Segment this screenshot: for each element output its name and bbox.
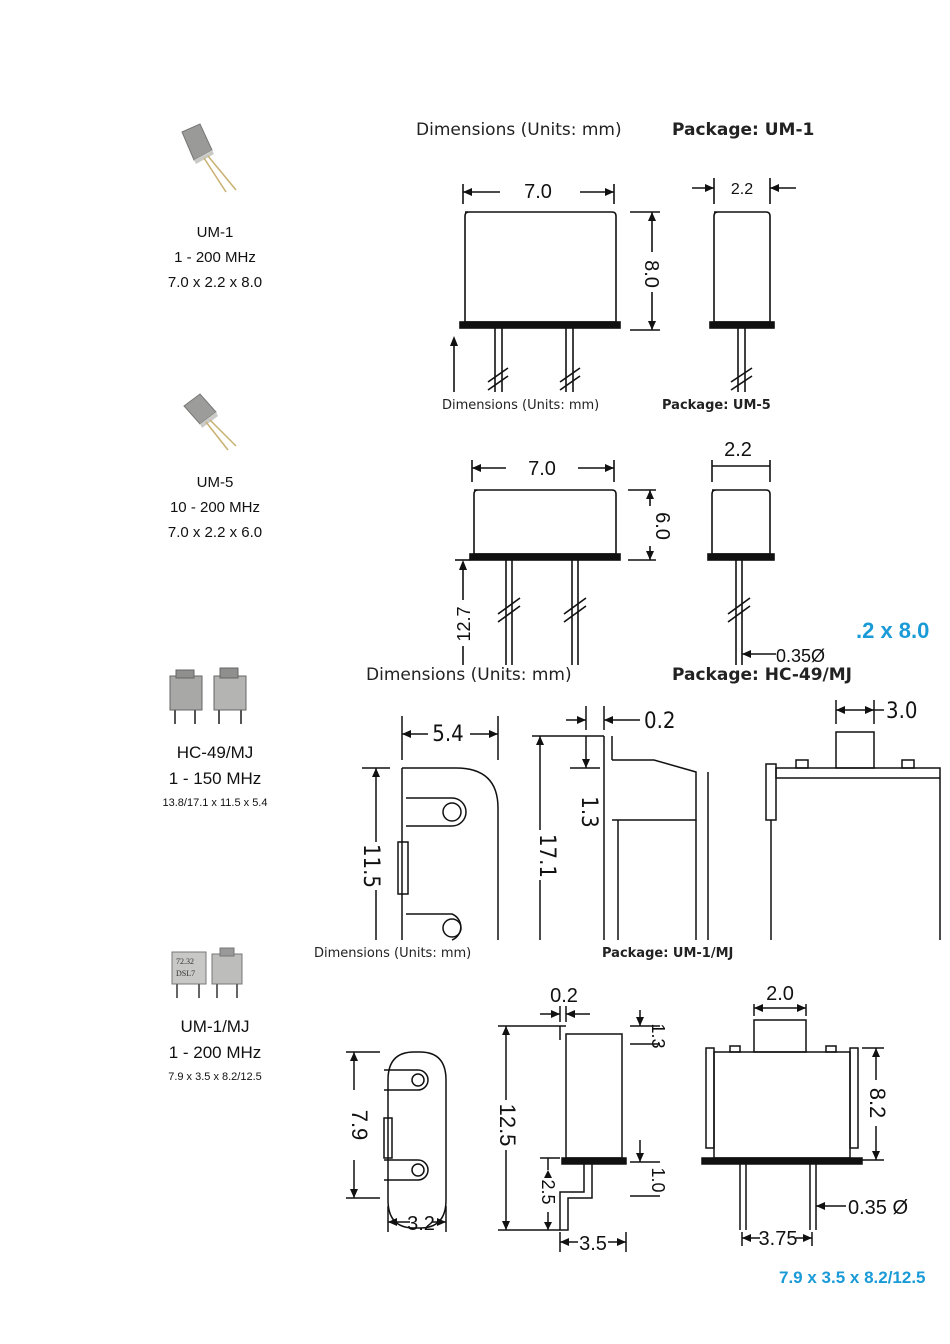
hc49mj-height-value: 17.1 [534, 834, 559, 878]
um1mj-base-value: 3.5 [579, 1233, 607, 1255]
um1-width-value: 7.0 [524, 181, 552, 203]
hc49mj-top-value: 3.0 [886, 699, 917, 724]
um5-dimensions-title: Dimensions (Units: mm) [442, 398, 600, 413]
um5-freq: 10 - 200 MHz [169, 499, 261, 516]
um5-size-overlay: .2 x 8.0 [856, 618, 930, 643]
um5-name: UM-5 [196, 474, 234, 491]
um1mj-label: UM-1/MJ 1 - 200 MHz 7.9 x 3.5 x 8.2/12.5 [130, 1014, 300, 1088]
hc49mj-tab-value: 0.2 [644, 709, 675, 734]
um1mj-name: UM-1/MJ [180, 1017, 250, 1036]
um1-depth-value: 2.2 [731, 181, 753, 198]
um5-label: UM-5 10 - 200 MHz 7.0 x 2.2 x 6.0 [130, 470, 300, 545]
um5-photo [182, 390, 252, 455]
um1mj-pin-value: 0.35 Ø [848, 1197, 908, 1219]
hc49mj-freq: 1 - 150 MHz [168, 769, 262, 788]
svg-text:72.32: 72.32 [176, 957, 194, 966]
um1-name: UM-1 [196, 224, 234, 241]
hc49mj-size: 13.8/17.1 x 11.5 x 5.4 [162, 797, 268, 809]
hc49mj-drawing: 5.4 0.2 1.3 11.5 17.1 3.0 [358, 699, 941, 941]
um1mj-height-value: 12.5 [495, 1104, 520, 1147]
um1mj-spacing-value: 3.75 [759, 1228, 798, 1250]
um1-package-title: Package: UM-1 [672, 120, 815, 140]
um1-freq: 1 - 200 MHz [174, 249, 256, 266]
hc49mj-tabh-value: 1.3 [576, 796, 601, 827]
um5-width-value: 7.0 [528, 458, 556, 480]
um5-package-title: Package: UM-5 [662, 398, 771, 413]
um1mj-tab-value: 0.2 [550, 985, 578, 1007]
um1mj-photo: 72.32 DSL7 [168, 946, 248, 1002]
um5-depth-value: 2.2 [724, 439, 752, 461]
um1mj-dimensions-title: Dimensions (Units: mm) [314, 946, 472, 961]
um1-photo [178, 120, 248, 200]
hc49mj-package-title: Package: HC-49/MJ [672, 665, 853, 685]
hc49mj-photo [166, 666, 252, 726]
um1mj-freq: 1 - 200 MHz [168, 1043, 262, 1062]
hc49mj-dimensions-title: Dimensions (Units: mm) [366, 665, 572, 685]
um1mj-pitch-value: 7.9 [347, 1110, 372, 1141]
um1-label: UM-1 1 - 200 MHz 7.0 x 2.2 x 8.0 [130, 220, 300, 295]
um1-drawing: 7.0 2.2 8.0 [450, 178, 796, 392]
um1-height-value: 8.0 [640, 260, 662, 288]
svg-text:DSL7: DSL7 [176, 969, 195, 978]
hc49mj-name: HC-49/MJ [176, 743, 254, 762]
um5-height-value: 6.0 [651, 512, 673, 540]
hc49mj-pitch-value: 11.5 [358, 844, 383, 888]
um1mj-tabh-value: 1.3 [648, 1023, 668, 1048]
um1mj-leg-value: 2.5 [538, 1179, 558, 1204]
um5-drawing: 7.0 2.2 6.0 12.7 0.35Ø [454, 439, 825, 666]
um1-size: 7.0 x 2.2 x 8.0 [167, 274, 263, 291]
um5-lead-value: 12.7 [454, 606, 474, 641]
um1mj-size: 7.9 x 3.5 x 8.2/12.5 [168, 1071, 262, 1083]
um1mj-drawing: 0.2 1.3 2.0 7.9 12.5 2.5 1.0 3.5 3.2 8.2… [346, 983, 908, 1255]
um5-pin-value: 0.35Ø [776, 646, 825, 666]
um1mj-width-value: 3.2 [407, 1213, 435, 1235]
hc49mj-width-value: 5.4 [432, 722, 463, 747]
um1mj-body-value: 8.2 [865, 1088, 890, 1119]
um5-size: 7.0 x 2.2 x 6.0 [167, 524, 263, 541]
um1mj-gap-value: 1.0 [648, 1167, 668, 1192]
hc49mj-label: HC-49/MJ 1 - 150 MHz 13.8/17.1 x 11.5 x … [130, 740, 300, 814]
um1mj-package-title: Package: UM-1/MJ [602, 946, 734, 961]
um1mj-top-value: 2.0 [766, 983, 794, 1005]
um1mj-size-overlay: 7.9 x 3.5 x 8.2/12.5 [779, 1268, 926, 1287]
um1-dimensions-title: Dimensions (Units: mm) [416, 120, 622, 140]
